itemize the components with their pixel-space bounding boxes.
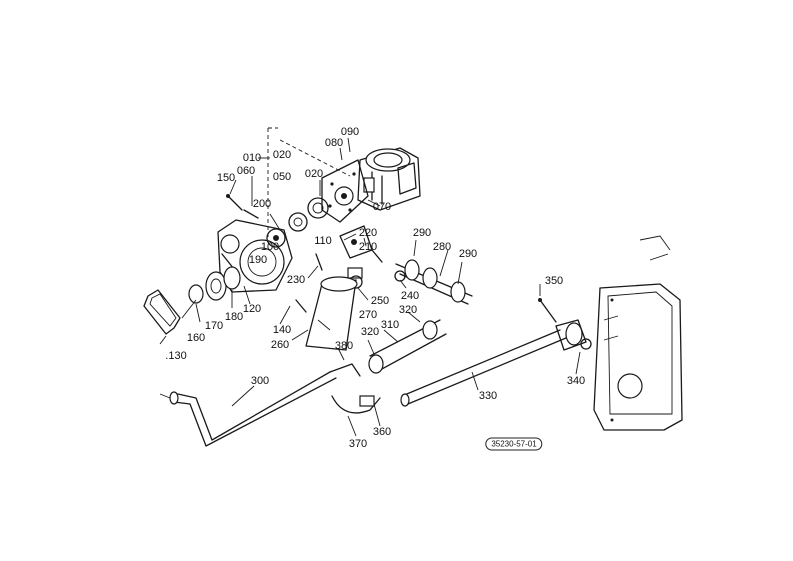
label-060: 060: [236, 165, 256, 177]
transmission-case: [593, 235, 683, 431]
label-340: 340: [566, 375, 586, 387]
fitting-110: [339, 225, 383, 263]
label-380: 380: [334, 340, 354, 352]
label-210: 210: [358, 241, 378, 253]
label-280: 280: [432, 241, 452, 253]
gear-housing: [217, 219, 293, 293]
label-150: 150: [216, 172, 236, 184]
label-110: 110: [314, 235, 332, 247]
label-160: 160: [186, 332, 206, 344]
gear-020: [288, 197, 329, 232]
bolts-150-060: [226, 194, 259, 219]
label-370: 370: [348, 438, 368, 450]
label-140: 140: [272, 324, 292, 336]
label-170: 170: [204, 320, 224, 332]
leader-lines: [159, 137, 581, 437]
pipe-330: [400, 329, 567, 407]
label-050: 050: [272, 171, 292, 183]
label-190: 190: [248, 254, 268, 266]
label-320-right: 320: [398, 304, 418, 316]
label-310: 310: [380, 319, 400, 331]
gear-100: [266, 228, 286, 248]
label-020-upper: 020: [272, 149, 292, 161]
fitting-240: [394, 270, 406, 282]
label-100: 100: [260, 241, 280, 253]
elbow-joint: [538, 298, 592, 351]
label-260: 260: [270, 339, 290, 351]
label-070: 070: [372, 201, 392, 213]
drawing-reference-code: 35230-57-01: [485, 437, 543, 451]
label-220: 220: [358, 227, 378, 239]
label-080: 080: [324, 137, 344, 149]
strainer-cartridge: [295, 276, 358, 351]
label-120: 120: [242, 303, 262, 315]
gear-stack: [188, 266, 241, 304]
label-180: 180: [224, 311, 244, 323]
label-330: 330: [478, 390, 498, 402]
label-090: 090: [340, 126, 360, 138]
hose-310: [368, 319, 447, 374]
label-020-lower: 020: [304, 168, 324, 180]
label-290-right: 290: [458, 248, 478, 260]
label-240: 240: [400, 290, 420, 302]
label-200: 200: [252, 198, 272, 210]
label-130: .130: [165, 350, 187, 362]
pin-230: [315, 253, 323, 271]
label-230: 230: [286, 274, 306, 286]
label-300: 300: [250, 375, 270, 387]
label-360: 360: [372, 426, 392, 438]
hose-280: [395, 259, 473, 305]
label-320-left: 320: [360, 326, 380, 338]
bracket-assembly: [329, 363, 381, 414]
cover-gasket: [143, 289, 181, 335]
label-250: 250: [370, 295, 390, 307]
label-290-left: 290: [412, 227, 432, 239]
label-270: 270: [358, 309, 378, 321]
pump-flange: [321, 159, 369, 223]
label-350: 350: [544, 275, 564, 287]
label-010: 010: [242, 152, 262, 164]
hydraulic-pump: [357, 147, 421, 211]
